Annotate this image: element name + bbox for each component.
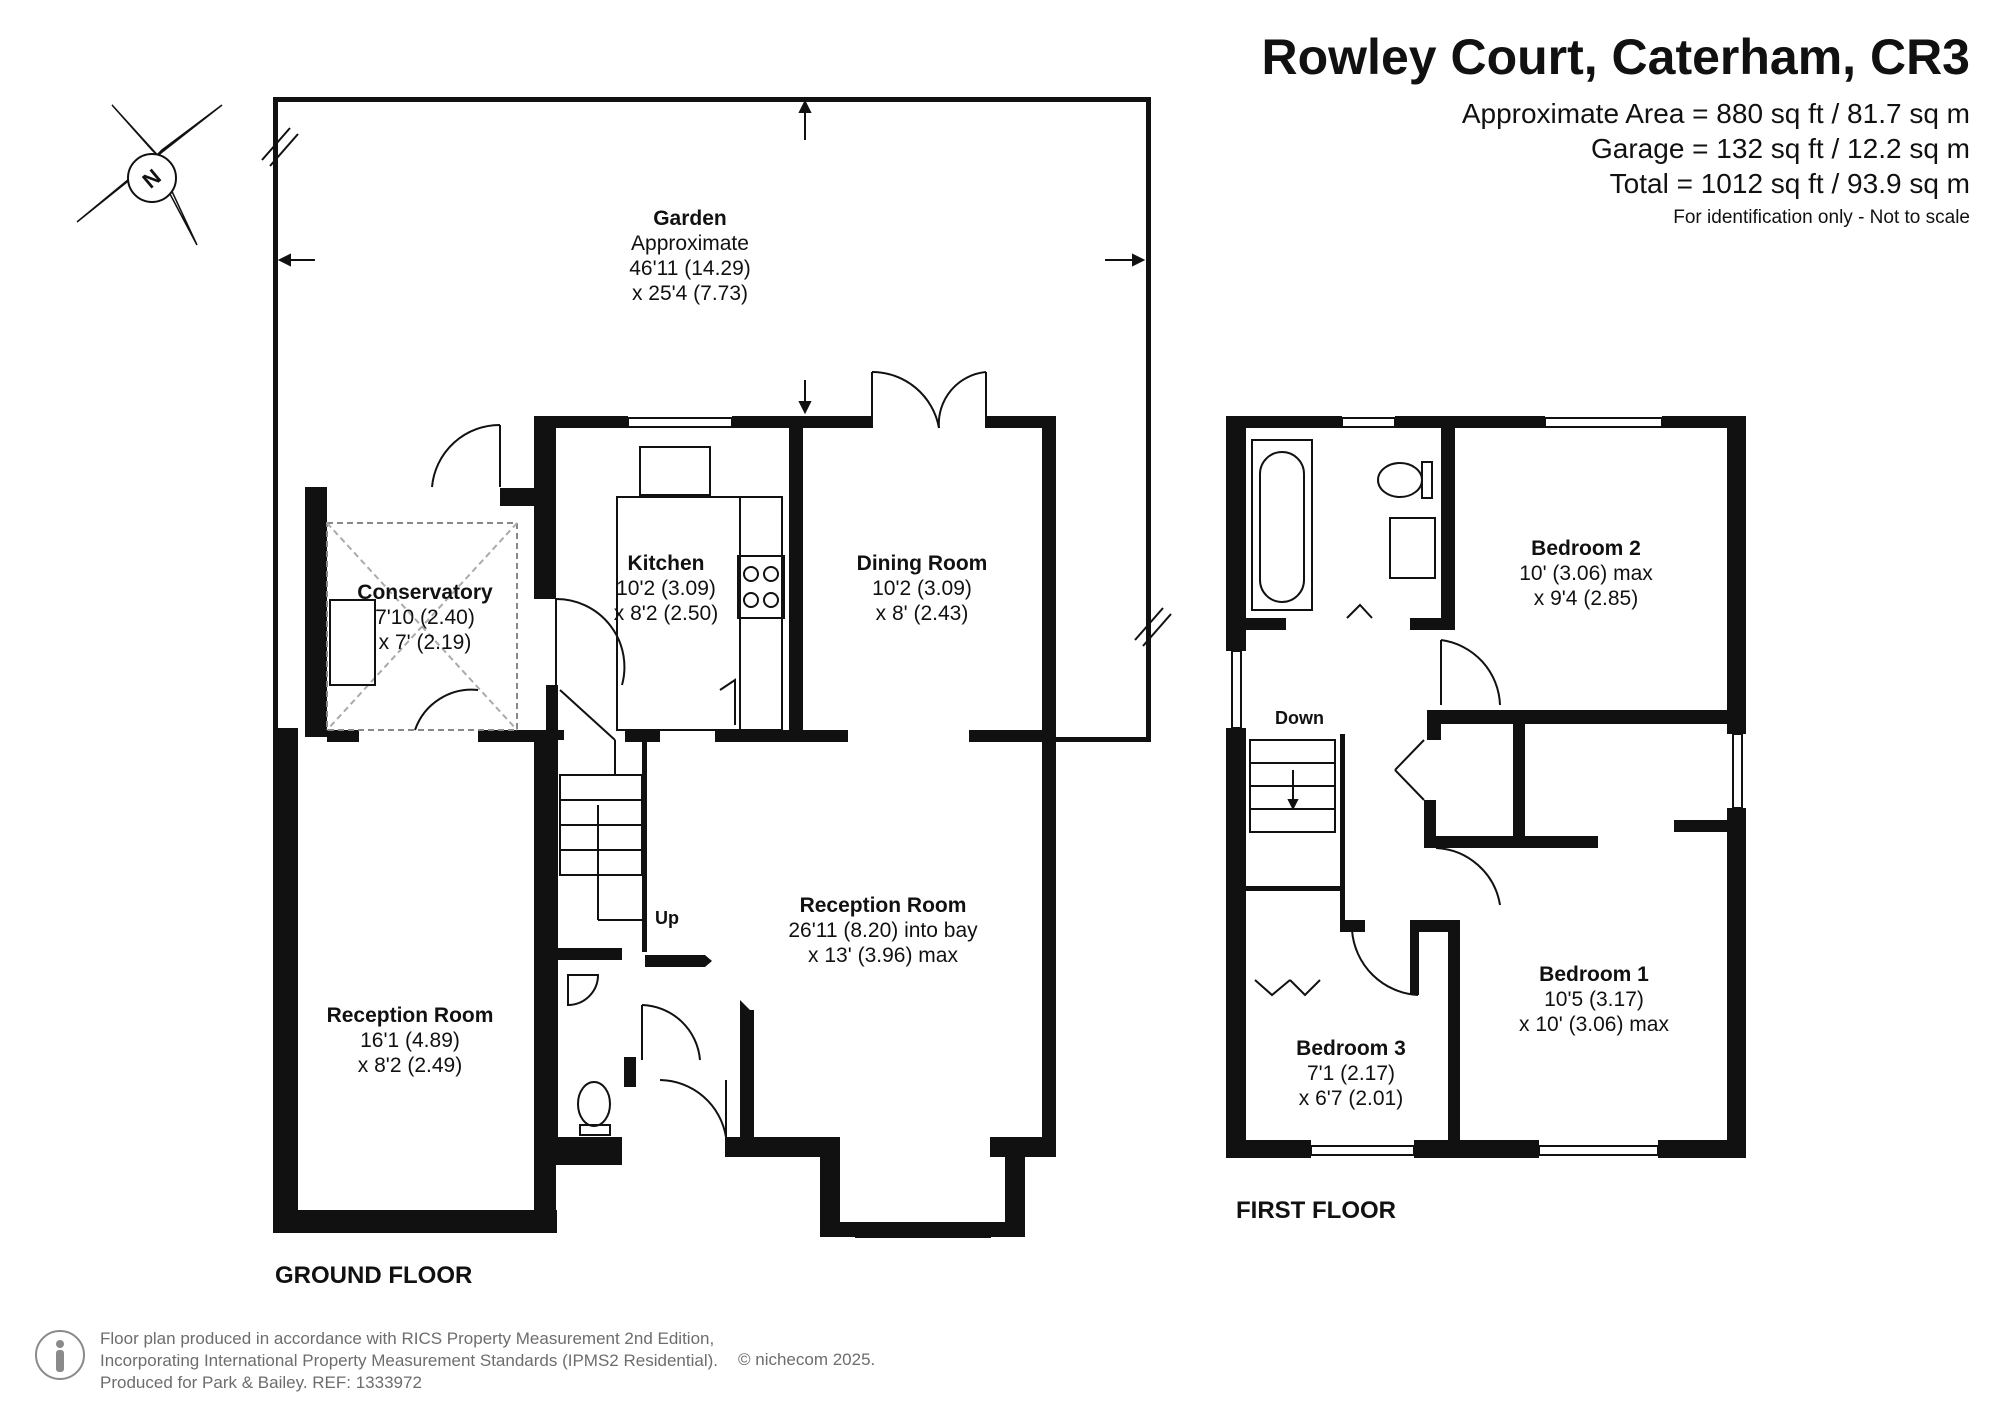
kitchen-label: Kitchen 10'2 (3.09) x 8'2 (2.50) xyxy=(613,552,719,625)
ground-stairs xyxy=(559,689,645,921)
reception-room-side-label: Reception Room 16'1 (4.89) x 8'2 (2.49) xyxy=(326,1004,494,1077)
bedroom-1-label: Bedroom 1 10'5 (3.17) x 10' (3.06) max xyxy=(1519,963,1669,1036)
copyright: © nichecom 2025. xyxy=(738,1350,876,1369)
compass-icon xyxy=(76,104,223,246)
stairs-down-label: Down xyxy=(1275,708,1324,728)
footer-notes: Floor plan produced in accordance with R… xyxy=(100,1328,718,1394)
ground-floor-walls xyxy=(273,416,1056,1237)
approximate-area: Approximate Area = 880 sq ft / 81.7 sq m xyxy=(1461,98,1970,129)
first-floor-walls xyxy=(1226,416,1746,1158)
reception-room-main-label: Reception Room 26'11 (8.20) into bay x 1… xyxy=(788,894,978,967)
dining-room-label: Dining Room 10'2 (3.09) x 8' (2.43) xyxy=(856,552,988,625)
garden-boundary xyxy=(273,97,1151,742)
total-area: Total = 1012 sq ft / 93.9 sq m xyxy=(1609,168,1970,199)
stairs-up-label: Up xyxy=(655,908,679,928)
bedroom-3-label: Bedroom 3 7'1 (2.17) x 6'7 (2.01) xyxy=(1296,1037,1406,1110)
property-title: Rowley Court, Caterham, CR3 xyxy=(1261,29,1970,85)
footer-line-3: Produced for Park & Bailey. REF: 1333972 xyxy=(100,1373,422,1392)
footer-line-2: Incorporating International Property Mea… xyxy=(100,1351,718,1370)
scale-disclaimer: For identification only - Not to scale xyxy=(1673,207,1970,228)
first-floor-label: FIRST FLOOR xyxy=(1236,1197,1396,1224)
garden-label: Garden Approximate 46'11 (14.29) x 25'4 … xyxy=(629,207,751,305)
ground-floor-label: GROUND FLOOR xyxy=(275,1262,473,1289)
conservatory-label: Conservatory 7'10 (2.40) x 7' (2.19) xyxy=(357,581,493,654)
bedroom-2-label: Bedroom 2 10' (3.06) max x 9'4 (2.85) xyxy=(1519,537,1653,610)
person-logo-icon xyxy=(35,1330,85,1380)
footer-line-1: Floor plan produced in accordance with R… xyxy=(100,1329,715,1348)
garage-area: Garage = 132 sq ft / 12.2 sq m xyxy=(1591,133,1970,164)
